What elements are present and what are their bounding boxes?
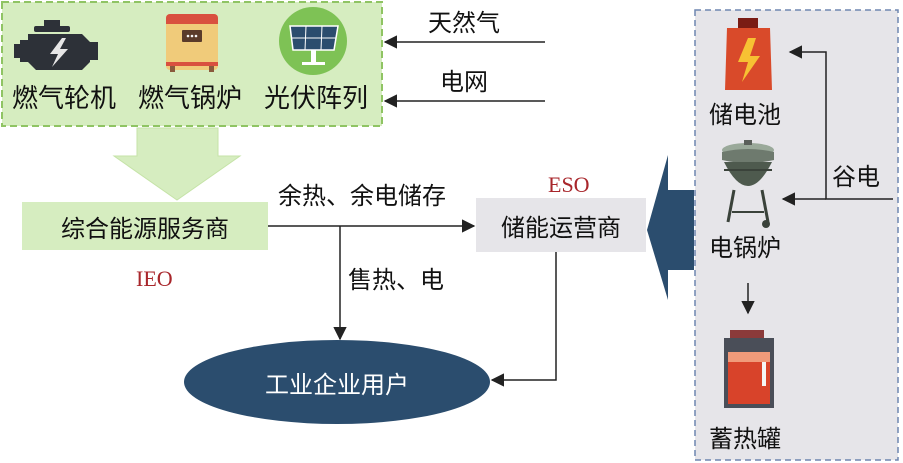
sell-flow-label: 售热、电	[348, 266, 444, 294]
storage-to-eso-arrow	[647, 155, 694, 300]
grid-label: 电网	[440, 68, 488, 96]
industrial-user-label: 工业企业用户	[265, 370, 409, 399]
eso-box-label: 储能运营商	[501, 213, 621, 242]
solar-panel-icon	[279, 7, 347, 75]
eso-abbr: ESO	[548, 172, 590, 197]
store-flow-label: 余热、余电储存	[278, 182, 446, 210]
eso-to-user-arrow	[490, 252, 557, 387]
ieo-box	[22, 202, 268, 250]
eso-box	[476, 198, 646, 252]
heat-tank-icon	[724, 330, 774, 408]
pv-array-label: 光伏阵列	[264, 84, 369, 114]
valley-to-battery-arrow	[788, 45, 893, 200]
battery-label: 储电池	[709, 101, 781, 129]
electric-boiler-label: 电锅炉	[709, 234, 781, 262]
gas-boiler-icon	[166, 14, 218, 72]
engine-icon	[14, 20, 98, 70]
natural-gas-label: 天然气	[428, 9, 500, 37]
heat-tank-label: 蓄热罐	[709, 425, 781, 453]
valley-power-label: 谷电	[832, 163, 880, 191]
industrial-user-ellipse	[184, 340, 490, 424]
gas-turbine-label: 燃气轮机	[12, 84, 117, 114]
battery-icon	[725, 18, 772, 90]
ieo-abbr: IEO	[136, 266, 173, 291]
electric-boiler-icon	[722, 140, 774, 228]
generation-down-arrow	[112, 127, 242, 201]
gas-boiler-label: 燃气锅炉	[138, 84, 243, 114]
ieo-box-label: 综合能源服务商	[61, 214, 229, 243]
